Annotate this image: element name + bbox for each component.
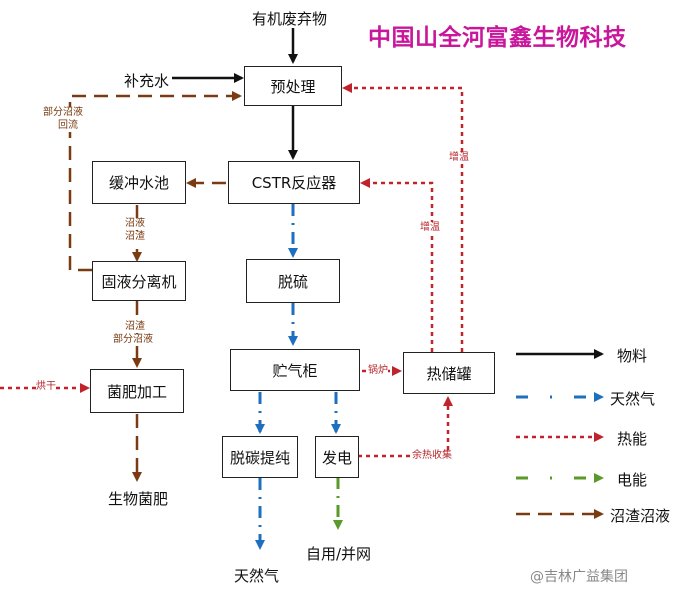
supplement-water-label: 补充水 (124, 72, 170, 90)
slurry-label-line1: 沼液 (125, 218, 145, 230)
cstr-reactor-box[interactable]: CSTR反应器 (228, 161, 360, 204)
self-use-grid-label: 自用/并网 (306, 545, 372, 563)
natural-gas-flows (255, 204, 341, 550)
legend-label-gas: 天然气 (610, 390, 656, 408)
legend-label-heat: 热能 (617, 430, 648, 448)
buffer-pool-box[interactable]: 缓冲水池 (92, 161, 186, 204)
slurry-label-line2: 沼渣 (125, 231, 145, 243)
decarbonization-box[interactable]: 脱碳提纯 (222, 436, 298, 478)
heat-storage-tank-box[interactable]: 热储罐 (403, 352, 495, 394)
legend-label-material: 物料 (617, 347, 648, 365)
desulfurization-box[interactable]: 脱硫 (246, 259, 340, 303)
bio-fertilizer-label: 生物菌肥 (108, 490, 169, 508)
legend-lines (516, 349, 604, 519)
heat-up-label-lower: 增温 (420, 222, 440, 234)
residue-label-line2: 部分沼液 (113, 334, 153, 346)
pretreatment-box[interactable]: 预处理 (244, 66, 342, 106)
reflux-label-line2: 回流 (58, 120, 78, 132)
solid-liquid-separator-box[interactable]: 固液分离机 (92, 261, 186, 301)
material-flows (172, 28, 298, 160)
legend-label-digestate: 沼渣沼液 (610, 507, 671, 525)
gas-holder-box[interactable]: 贮气柜 (230, 349, 360, 391)
residue-label-line1: 沼渣 (125, 321, 145, 333)
reflux-label-line1: 部分沼液 (43, 107, 83, 119)
company-title: 中国山全河富鑫生物科技 (368, 25, 627, 51)
fertilizer-processing-box[interactable]: 菌肥加工 (90, 369, 184, 413)
heat-up-label-top: 增温 (449, 152, 469, 164)
heat-flows (0, 83, 464, 458)
power-generation-box[interactable]: 发电 (315, 436, 359, 478)
organic-waste-label: 有机废弃物 (252, 10, 328, 28)
natural-gas-output-label: 天然气 (234, 567, 280, 585)
drying-label: 烘干 (36, 381, 56, 393)
waste-heat-label: 余热收集 (412, 450, 452, 462)
watermark-text: @吉林广益集团 (530, 569, 628, 585)
boiler-label: 锅炉 (368, 365, 388, 377)
legend-label-electric: 电能 (617, 471, 648, 489)
